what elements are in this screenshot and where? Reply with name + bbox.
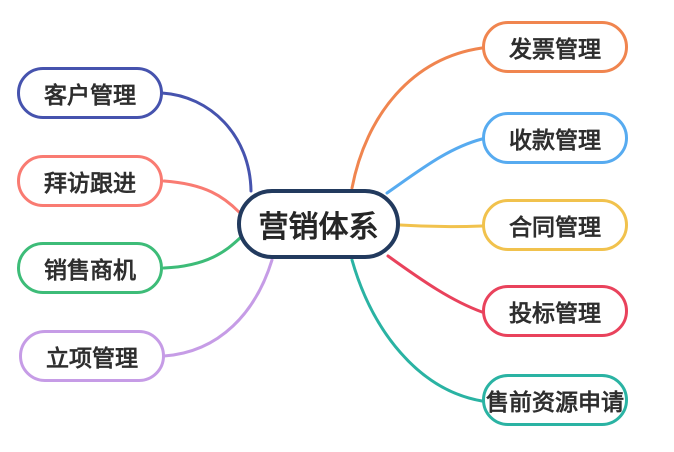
node-presales-resource-request[interactable]: 售前资源申请 bbox=[482, 374, 628, 426]
node-label: 销售商机 bbox=[44, 257, 136, 283]
node-customer-management[interactable]: 客户管理 bbox=[17, 67, 163, 119]
node-label: 投标管理 bbox=[509, 300, 601, 326]
link-visit-follow-up bbox=[162, 179, 241, 214]
node-payment-collection[interactable]: 收款管理 bbox=[482, 112, 628, 164]
node-label: 合同管理 bbox=[509, 214, 601, 240]
node-label: 立项管理 bbox=[46, 345, 138, 371]
node-label: 收款管理 bbox=[509, 127, 601, 153]
node-label: 营销体系 bbox=[258, 211, 379, 244]
node-marketing-system[interactable]: 营销体系 bbox=[237, 189, 400, 259]
node-contract-management[interactable]: 合同管理 bbox=[482, 199, 628, 251]
link-project-approval bbox=[162, 258, 274, 358]
node-label: 客户管理 bbox=[44, 82, 136, 108]
node-visit-follow-up[interactable]: 拜访跟进 bbox=[17, 155, 163, 207]
node-label: 售前资源申请 bbox=[486, 389, 624, 415]
link-contract-management bbox=[398, 223, 484, 229]
node-bidding-management[interactable]: 投标管理 bbox=[482, 285, 628, 337]
link-customer-management bbox=[160, 91, 253, 193]
node-project-approval[interactable]: 立项管理 bbox=[19, 330, 165, 382]
link-presales-resource-request bbox=[350, 258, 484, 403]
link-invoice-management bbox=[350, 46, 484, 190]
node-sales-opportunity[interactable]: 销售商机 bbox=[17, 242, 163, 294]
link-sales-opportunity bbox=[162, 236, 242, 270]
node-invoice-management[interactable]: 发票管理 bbox=[482, 21, 628, 73]
link-bidding-management bbox=[386, 254, 484, 314]
link-payment-collection bbox=[385, 137, 484, 195]
node-label: 发票管理 bbox=[509, 36, 601, 62]
node-label: 拜访跟进 bbox=[44, 170, 136, 196]
